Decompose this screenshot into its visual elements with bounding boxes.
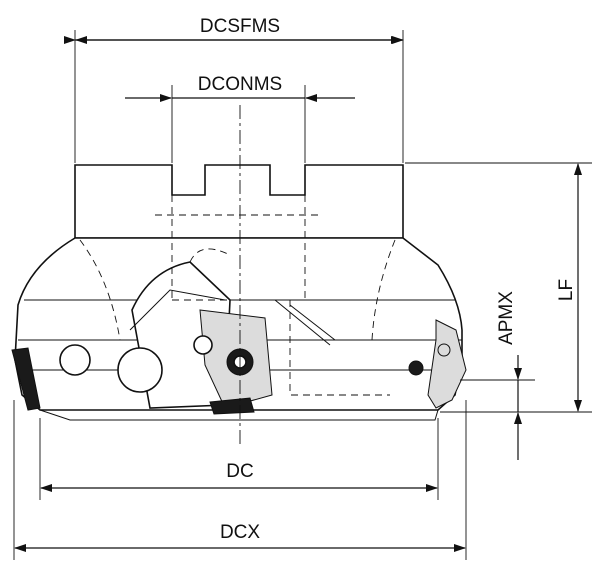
dimension-dc: DC xyxy=(39,418,439,500)
label-dc: DC xyxy=(226,461,253,482)
label-apmx: APMX xyxy=(496,291,517,345)
cutter-body xyxy=(11,164,467,421)
label-dcx: DCX xyxy=(220,522,260,543)
dimension-dconms: DCONMS xyxy=(125,74,355,163)
dimension-dcx: DCX xyxy=(13,400,467,560)
label-lf: LF xyxy=(556,279,577,301)
label-dconms: DCONMS xyxy=(198,74,282,95)
dimension-dcsfms: DCSFMS xyxy=(64,16,404,163)
label-dcsfms: DCSFMS xyxy=(200,16,280,37)
dimension-apmx: APMX xyxy=(460,291,535,460)
